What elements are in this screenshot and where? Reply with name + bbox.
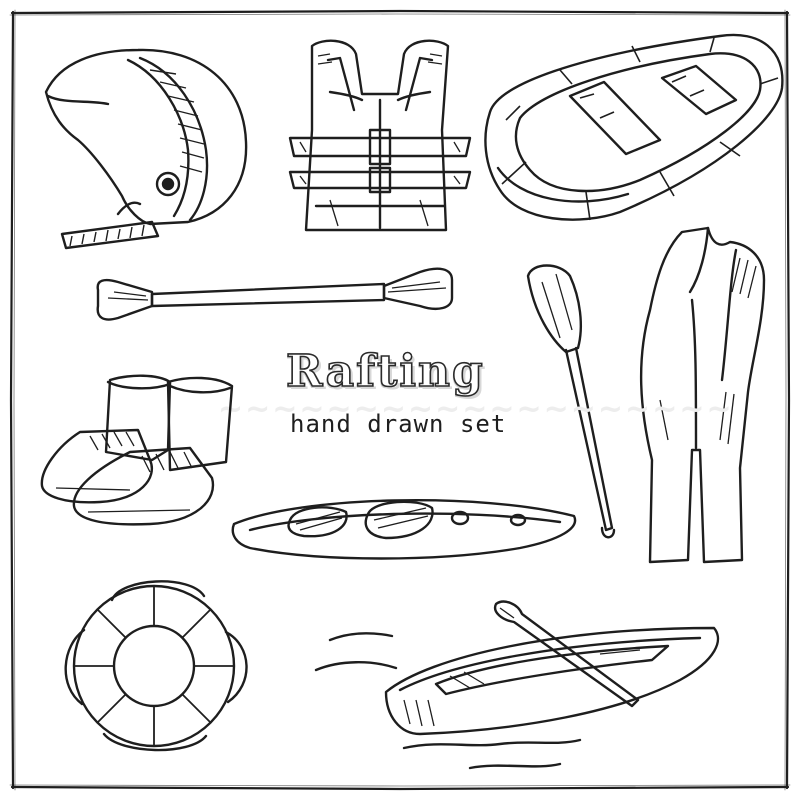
illustration-subtitle: hand drawn set [290, 410, 507, 438]
illustration-title: Rafting [285, 345, 485, 398]
title-shadow-text: ~~~~~~~~~~~~~~~~~~~ [218, 392, 734, 427]
